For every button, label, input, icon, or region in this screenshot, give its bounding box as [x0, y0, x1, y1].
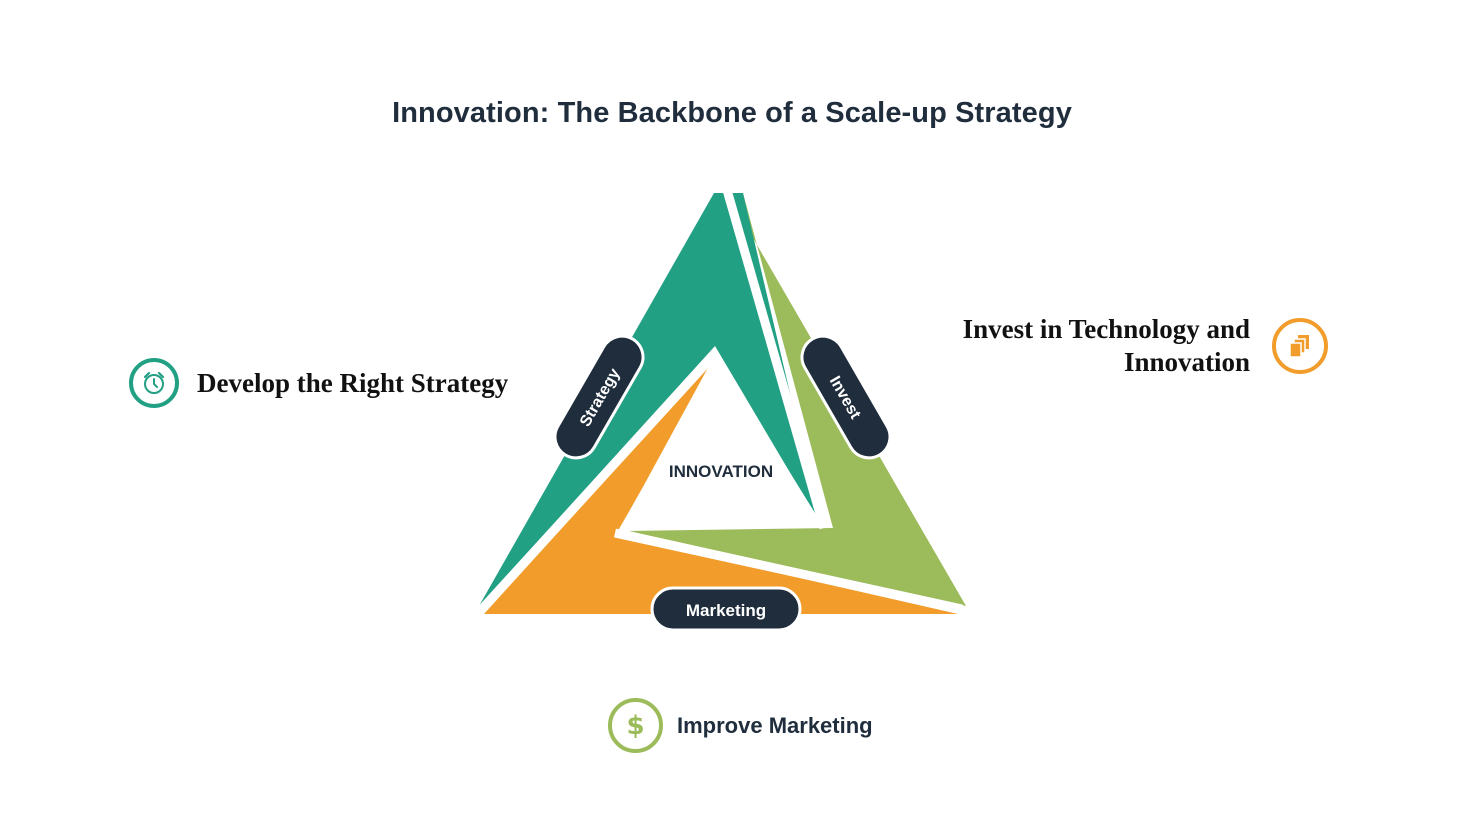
marketing-callout-text: Improve Marketing: [677, 712, 873, 738]
marketing-callout: $ Improve Marketing: [608, 698, 873, 753]
center-label: INNOVATION: [669, 462, 773, 481]
marketing-tab-pill: [650, 586, 802, 632]
marketing-tab-label: Marketing: [686, 601, 766, 620]
strategy-tab-pill: [553, 334, 645, 460]
invest-segment: [629, 193, 966, 606]
alarm-clock-icon: [129, 358, 179, 408]
diagram-title: Innovation: The Backbone of a Scale-up S…: [392, 97, 1072, 129]
dollar-sign-icon: $: [608, 698, 663, 753]
invest-tab-pill: [800, 334, 892, 460]
invest-callout-text: Invest in Technology and Innovation: [962, 314, 1250, 377]
strategy-callout-text: Develop the Right Strategy: [197, 367, 509, 398]
invest-tab[interactable]: Invest: [794, 328, 897, 465]
strategy-segment: [479, 193, 821, 606]
separator-line: [477, 352, 717, 614]
stacked-documents-icon: [1272, 318, 1328, 374]
marketing-segment: [484, 356, 958, 614]
strategy-callout: Develop the Right Strategy: [129, 358, 508, 408]
center-triangle: [620, 353, 823, 529]
invest-callout: Invest in Technology and Innovation: [900, 313, 1328, 379]
marketing-tab[interactable]: Marketing: [650, 586, 802, 632]
separator-line: [614, 528, 963, 614]
separator-line: [722, 188, 829, 530]
